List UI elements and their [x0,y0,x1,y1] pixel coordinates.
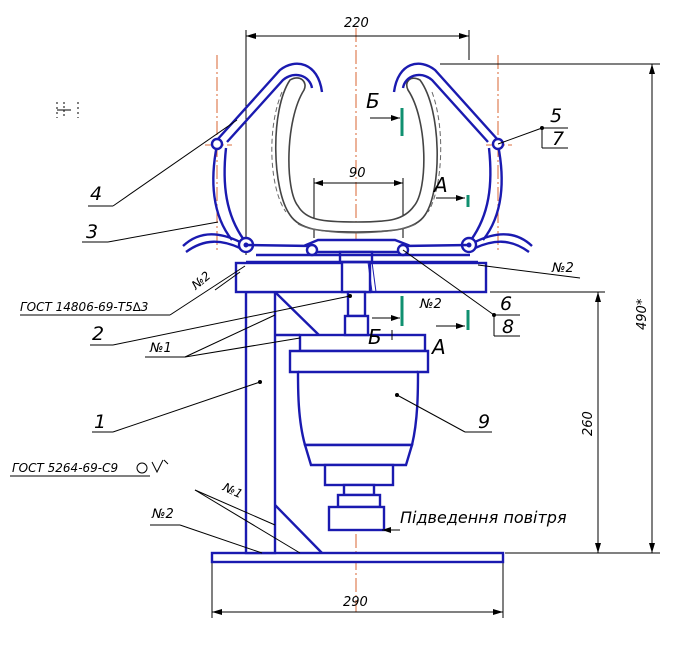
dim-height-total: 490* [635,298,650,330]
callout-8: 8 [502,316,514,338]
dim-height-lower: 260 [581,411,596,436]
dim-top-width: 220 [344,16,369,31]
weld-symbol-icon [136,459,169,474]
right-gripper-arm [392,62,533,257]
dim-base-width: 290 [343,595,368,610]
air-supply-label: Підведення повітря [400,508,567,527]
section-label-b-bottom: Б [368,325,382,349]
gost-weld-bottom: ГОСТ 5264-69-С9 [12,461,118,475]
callout-6: 6 [500,293,512,315]
callout-7: 7 [552,128,564,150]
weld-mark-right-top: №2 [551,261,574,276]
section-marks [370,108,470,330]
section-label-a-top: А [432,173,448,197]
callout-3: 3 [86,221,98,243]
callout-1: 1 [94,411,106,433]
callout-2: 2 [92,323,104,345]
dimension-lines [211,30,660,618]
left-gripper-arm [182,62,324,257]
crosshair-icon [56,102,79,118]
dim-inner-width: 90 [349,166,366,181]
callout-5: 5 [550,105,562,127]
tire-workpiece [271,77,442,234]
clamp-base [246,238,478,264]
callout-4: 4 [90,183,102,205]
weld-mark-n1-lower: №1 [220,480,245,502]
leader-lines [10,119,581,554]
weld-mark-mid: №2 [419,297,442,312]
air-cylinder [288,333,430,532]
section-label-b-top: Б [366,89,380,113]
gost-weld-top: ГОСТ 14806-69-Т5∆3 [20,300,148,314]
callout-9: 9 [478,411,490,433]
section-label-a-bottom: А [430,335,446,359]
weld-mark-n1-upper: №1 [149,341,172,356]
weld-mark-n2-lower: №2 [151,507,174,522]
